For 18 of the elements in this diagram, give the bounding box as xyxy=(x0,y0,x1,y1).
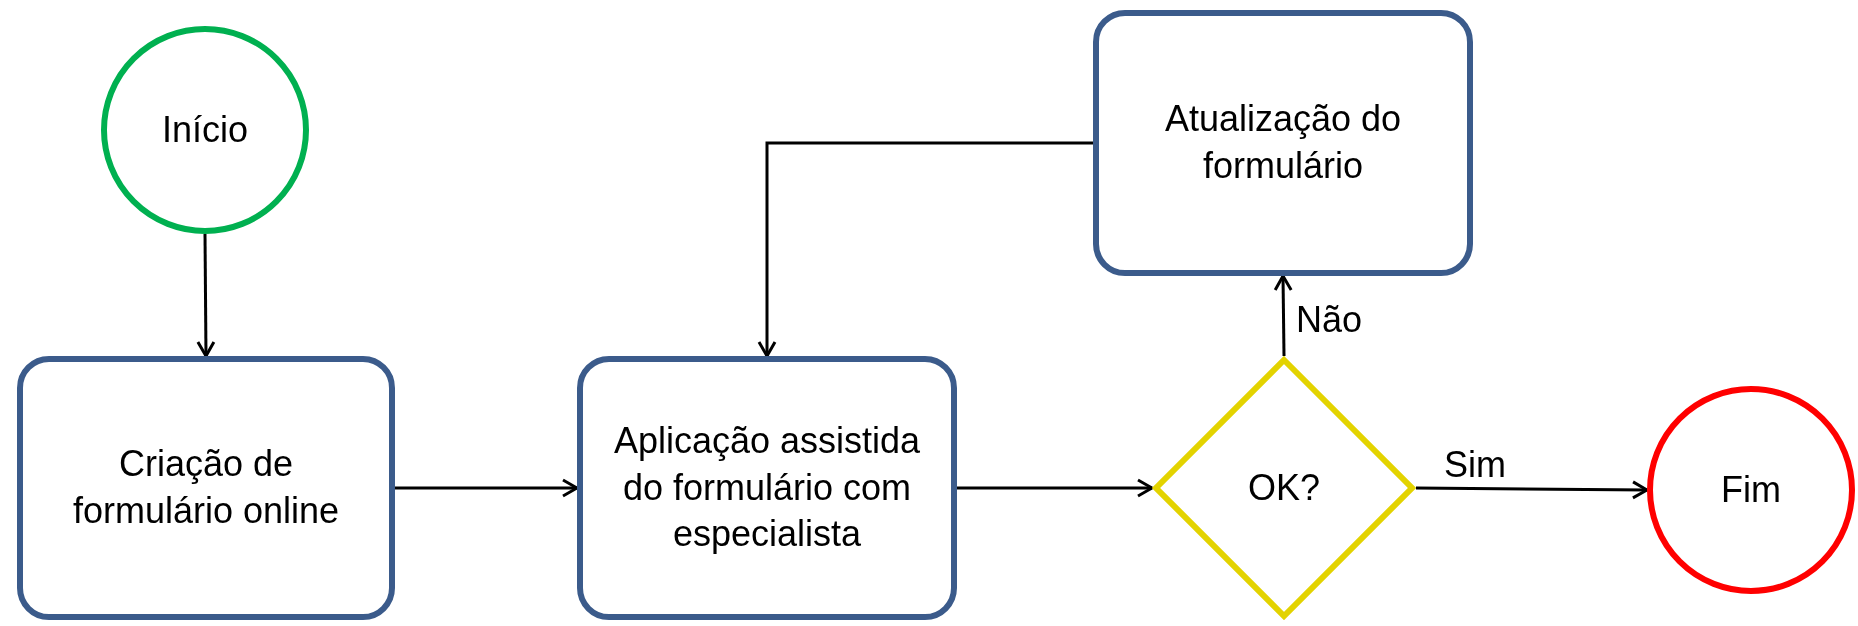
arrow xyxy=(1416,480,1649,500)
node-label: Aplicação assistida do formulário com especialista xyxy=(612,418,922,557)
start-circle xyxy=(101,26,309,234)
node-label: Fim xyxy=(1720,467,1782,512)
process-box xyxy=(1093,10,1473,276)
arrow xyxy=(395,478,579,498)
node-label: Início xyxy=(160,107,249,152)
node-label: Criação de formulário online xyxy=(71,442,341,533)
arrow xyxy=(757,141,1093,358)
process-box xyxy=(17,356,395,620)
arrow xyxy=(196,234,216,358)
node-label: Atualização do formulário xyxy=(1163,97,1403,188)
node-label: OK? xyxy=(1246,465,1321,510)
decision-diamond xyxy=(1152,356,1416,620)
end-circle xyxy=(1647,386,1855,594)
arrow xyxy=(957,478,1154,498)
arrow xyxy=(1273,274,1293,357)
process-box xyxy=(577,356,957,620)
